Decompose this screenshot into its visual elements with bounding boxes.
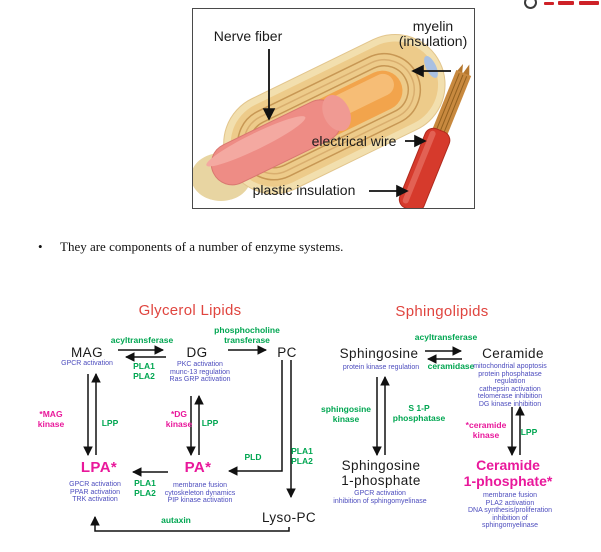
node-pa: PA* <box>184 459 212 476</box>
enzyme-lpp-ceramide: LPP <box>520 427 538 437</box>
glycerol-title: Glycerol Lipids <box>138 302 242 319</box>
functions-s1p: GPCR activation inhibition of sphingomye… <box>333 490 427 505</box>
node-pc: PC <box>277 345 297 360</box>
nerve-wire-illustration <box>193 34 472 208</box>
functions-c1p: membrane fusion PLA2 activation DNA synt… <box>467 492 553 530</box>
enzyme-mag-kinase: *MAG kinase <box>37 409 65 429</box>
enzyme-sphingosine-kinase: sphingosine kinase <box>320 404 372 424</box>
node-lpa: LPA* <box>80 459 118 476</box>
enzyme-dg-kinase: *DG kinase <box>165 409 193 429</box>
bullet-marker: • <box>38 239 43 254</box>
functions-sphingosine: protein kinase regulation <box>342 364 420 371</box>
label-myelin: myelin (insulation) <box>398 18 468 50</box>
functions-dg: PKC activation munc-13 regulation Ras GR… <box>169 361 231 384</box>
node-sphingosine: Sphingosine <box>339 346 419 361</box>
bullet-item: • They are components of a number of enzy… <box>38 239 578 255</box>
enzyme-pla-pc: PLA1 PLA2 <box>291 446 313 466</box>
arrow-pc-to-pa-pld <box>227 360 283 476</box>
enzyme-ceramide-kinase: *ceramide kinase <box>465 420 507 440</box>
node-lyso-pc: Lyso-PC <box>261 510 317 525</box>
label-nerve-fiber: Nerve fiber <box>213 28 283 44</box>
node-sphingosine-1-phosphate: Sphingosine 1-phosphate <box>341 458 421 489</box>
enzyme-autaxin: autaxin <box>161 515 191 525</box>
enzyme-ceramidase: ceramidase <box>427 361 475 371</box>
node-mag: MAG <box>71 345 103 360</box>
enzyme-phosphocholine-transferase: phosphocholine transferase <box>214 325 280 345</box>
bullet-text: They are components of a number of enzym… <box>60 239 344 254</box>
enzyme-lpp-dg: LPP <box>201 418 219 428</box>
functions-lpa: GPCR activation PPAR activation TRK acti… <box>69 481 121 504</box>
myelin-sheath <box>206 34 446 195</box>
enzyme-pla-pa-lpa: PLA1 PLA2 <box>134 478 156 498</box>
node-ceramide-1-phosphate: Ceramide 1-phosphate* <box>463 457 553 489</box>
node-dg: DG <box>186 345 208 360</box>
enzyme-acyltransferase-glycerol: acyltransferase <box>110 335 174 345</box>
electrical-wire-art <box>398 64 472 208</box>
node-ceramide: Ceramide <box>482 346 544 361</box>
enzyme-acyltransferase-sphingo: acyltransferase <box>414 332 478 342</box>
enzyme-pld: PLD <box>244 452 262 462</box>
sphingolipids-title: Sphingolipids <box>395 303 489 320</box>
cropped-red-text-fragment <box>518 0 601 10</box>
enzyme-s1p-phosphatase: S 1-P phosphatase <box>392 403 446 423</box>
functions-ceramide: mitochondrial apoptosis protein phosphat… <box>473 363 547 408</box>
enzyme-lpp-mag: LPP <box>101 418 119 428</box>
arrow-lysopc-to-lpa-autaxin <box>90 515 290 532</box>
functions-pa: membrane fusion cytoskeleton dynamics PI… <box>164 482 236 505</box>
label-plastic-insulation: plastic insulation <box>252 182 356 198</box>
label-electrical-wire: electrical wire <box>311 133 397 149</box>
enzyme-pla-mag-dg: PLA1 PLA2 <box>133 361 155 381</box>
nerve-wire-figure: Nerve fiber myelin (insulation) electric… <box>192 8 475 209</box>
cropped-glyph <box>524 0 537 9</box>
blue-node <box>424 55 438 78</box>
functions-mag: GPCR activation <box>61 360 113 367</box>
